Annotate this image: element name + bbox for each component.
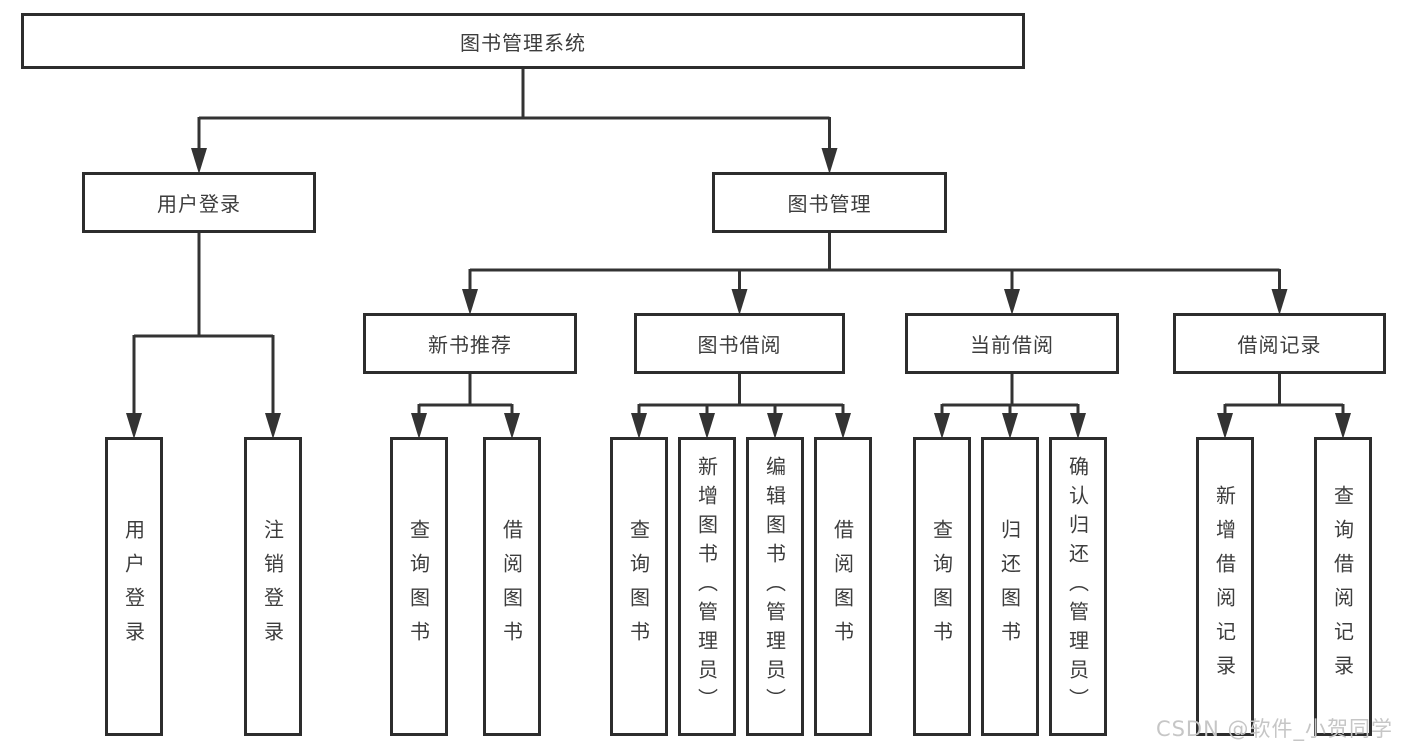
node-label: 编辑图书（管理员） bbox=[762, 456, 787, 717]
node-label: 借阅图书 bbox=[499, 518, 524, 655]
watermark-text: CSDN @软件_小贺同学 bbox=[1155, 717, 1393, 741]
node-label: 用户登录 bbox=[157, 192, 241, 216]
arrowhead-icon bbox=[631, 413, 647, 439]
arrowhead-icon bbox=[191, 148, 207, 174]
node-label: 查询图书 bbox=[406, 518, 431, 655]
node-br-add: 新增借阅记录 bbox=[1196, 437, 1254, 736]
node-book-mgmt: 图书管理 bbox=[712, 172, 947, 233]
node-label: 查询图书 bbox=[929, 518, 954, 655]
node-label: 当前借阅 bbox=[970, 333, 1054, 357]
node-current-borrow: 当前借阅 bbox=[905, 313, 1119, 374]
node-label: 借阅记录 bbox=[1237, 333, 1322, 357]
node-bb-borrow: 借阅图书 bbox=[814, 437, 872, 736]
node-label: 确认归还（管理员） bbox=[1065, 456, 1090, 717]
arrowhead-icon bbox=[934, 413, 950, 439]
node-label: 查询借阅记录 bbox=[1330, 484, 1355, 689]
node-label: 借阅图书 bbox=[830, 518, 855, 655]
arrowhead-icon bbox=[1070, 413, 1086, 439]
arrowhead-icon bbox=[767, 413, 783, 439]
node-cb-confirm: 确认归还（管理员） bbox=[1049, 437, 1107, 736]
arrowhead-icon bbox=[821, 148, 838, 174]
arrowhead-icon bbox=[1004, 289, 1020, 315]
node-bb-edit: 编辑图书（管理员） bbox=[746, 437, 804, 736]
arrowhead-icon bbox=[699, 413, 715, 439]
arrowhead-icon bbox=[265, 413, 281, 439]
node-borrow-record: 借阅记录 bbox=[1173, 313, 1386, 374]
node-root: 图书管理系统 bbox=[21, 13, 1025, 69]
node-label: 新增图书（管理员） bbox=[694, 456, 719, 717]
node-label: 新书推荐 bbox=[428, 333, 512, 357]
node-br-query: 查询借阅记录 bbox=[1314, 437, 1372, 736]
node-label: 用户登录 bbox=[121, 518, 146, 655]
node-label: 注销登录 bbox=[260, 518, 285, 655]
node-nb-query: 查询图书 bbox=[390, 437, 448, 736]
node-logout-leaf: 注销登录 bbox=[244, 437, 302, 736]
node-cb-query: 查询图书 bbox=[913, 437, 971, 736]
node-cb-return: 归还图书 bbox=[981, 437, 1039, 736]
node-book-borrow: 图书借阅 bbox=[634, 313, 845, 374]
arrowhead-icon bbox=[504, 413, 520, 439]
node-user-login: 用户登录 bbox=[82, 172, 316, 233]
node-label: 图书管理 bbox=[787, 192, 872, 216]
node-label: 新增借阅记录 bbox=[1212, 484, 1237, 689]
node-nb-borrow: 借阅图书 bbox=[483, 437, 541, 736]
node-bb-query: 查询图书 bbox=[610, 437, 668, 736]
node-label: 图书管理系统 bbox=[460, 30, 586, 55]
node-label: 图书借阅 bbox=[697, 333, 782, 357]
arrowhead-icon bbox=[1217, 413, 1233, 439]
arrowhead-icon bbox=[835, 413, 851, 439]
arrowhead-icon bbox=[411, 413, 427, 439]
arrowhead-icon bbox=[462, 289, 478, 315]
node-bb-add: 新增图书（管理员） bbox=[678, 437, 736, 736]
arrowhead-icon bbox=[126, 413, 142, 439]
node-label: 归还图书 bbox=[997, 518, 1022, 655]
arrowhead-icon bbox=[731, 289, 748, 315]
arrowhead-icon bbox=[1335, 413, 1351, 439]
node-new-book-rec: 新书推荐 bbox=[363, 313, 577, 374]
node-login-leaf: 用户登录 bbox=[105, 437, 163, 736]
node-label: 查询图书 bbox=[626, 518, 651, 655]
arrowhead-icon bbox=[1271, 289, 1288, 315]
arrowhead-icon bbox=[1002, 413, 1018, 439]
